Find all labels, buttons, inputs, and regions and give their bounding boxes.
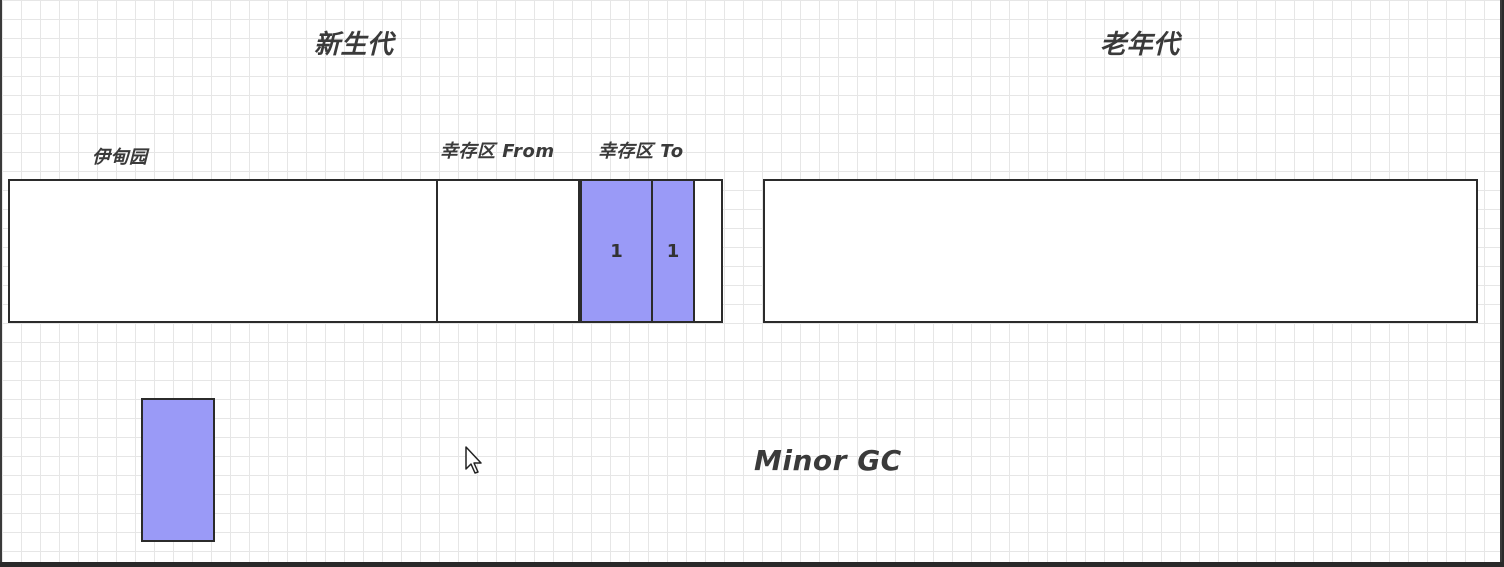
object-block: 1 [651, 179, 695, 323]
survivor-to-label: 幸存区 To [598, 141, 684, 162]
new-object-block [141, 398, 215, 542]
minor-gc-label: Minor GC [754, 444, 902, 477]
from-to-divider [578, 179, 580, 323]
old-generation-heading: 老年代 [1100, 30, 1180, 60]
survivor-from-label: 幸存区 From [440, 141, 555, 162]
mouse-pointer-icon [465, 446, 482, 474]
young-generation-heading: 新生代 [314, 30, 394, 60]
eden-label: 伊甸园 [92, 147, 148, 168]
old-generation-box [763, 179, 1478, 323]
eden-survivor-divider [436, 179, 438, 323]
object-block: 1 [580, 179, 653, 323]
